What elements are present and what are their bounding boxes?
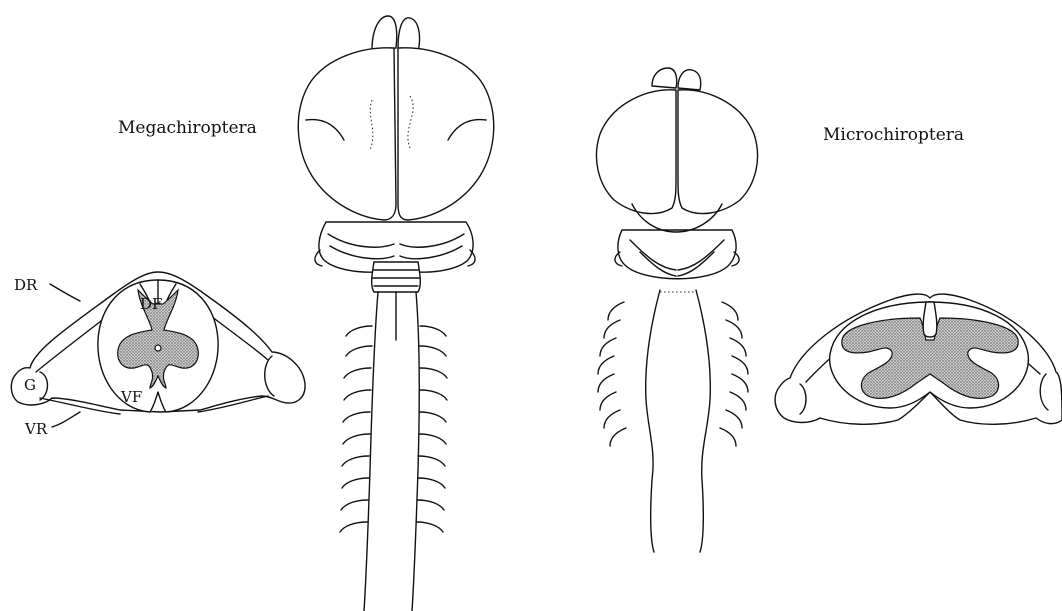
mega-nerve-roots-right bbox=[416, 326, 447, 532]
micro-nerve-roots-left bbox=[598, 302, 626, 446]
mega-nerve-roots-left bbox=[340, 326, 372, 532]
micro-left-hemisphere bbox=[596, 90, 676, 214]
megachiroptera-spinal-cross-section: DR DF G VF VR bbox=[11, 272, 305, 438]
micro-nerve-roots-right bbox=[720, 302, 748, 446]
microchiroptera-brain-and-cord bbox=[596, 68, 757, 552]
mega-left-hemisphere bbox=[298, 48, 396, 220]
micro-right-hemisphere bbox=[678, 90, 758, 214]
mega-medulla bbox=[372, 262, 421, 292]
micro-olfactory-bulb-left bbox=[652, 68, 677, 88]
mega-spinal-cord-right-edge bbox=[412, 292, 419, 611]
label-vf: VF bbox=[120, 388, 142, 406]
mega-olfactory-bulb-right bbox=[398, 18, 420, 52]
micro-olfactory-bulb-right bbox=[678, 70, 701, 90]
micro-cerebellum bbox=[618, 230, 736, 279]
label-vr: VR bbox=[24, 420, 48, 438]
megachiroptera-brain-and-cord bbox=[298, 16, 493, 611]
mega-olfactory-bulb-left bbox=[372, 16, 397, 50]
vr-leader-line bbox=[52, 412, 80, 427]
microchiroptera-spinal-cross-section bbox=[775, 294, 1062, 424]
microchiroptera-title: Microchiroptera bbox=[823, 125, 964, 145]
label-g: G bbox=[24, 376, 36, 394]
dr-leader-line bbox=[50, 284, 80, 301]
micro-spinal-cord-left-edge bbox=[646, 290, 660, 552]
mega-right-hemisphere bbox=[398, 48, 494, 220]
mega-central-canal bbox=[155, 345, 161, 351]
micro-dorsal-funiculus bbox=[923, 302, 937, 337]
label-df: DF bbox=[140, 295, 162, 313]
mega-spinal-cord-left-edge bbox=[364, 292, 378, 611]
micro-spinal-cord-right-edge bbox=[696, 290, 710, 552]
megachiroptera-title: Megachiroptera bbox=[118, 118, 257, 138]
label-dr: DR bbox=[14, 276, 38, 294]
